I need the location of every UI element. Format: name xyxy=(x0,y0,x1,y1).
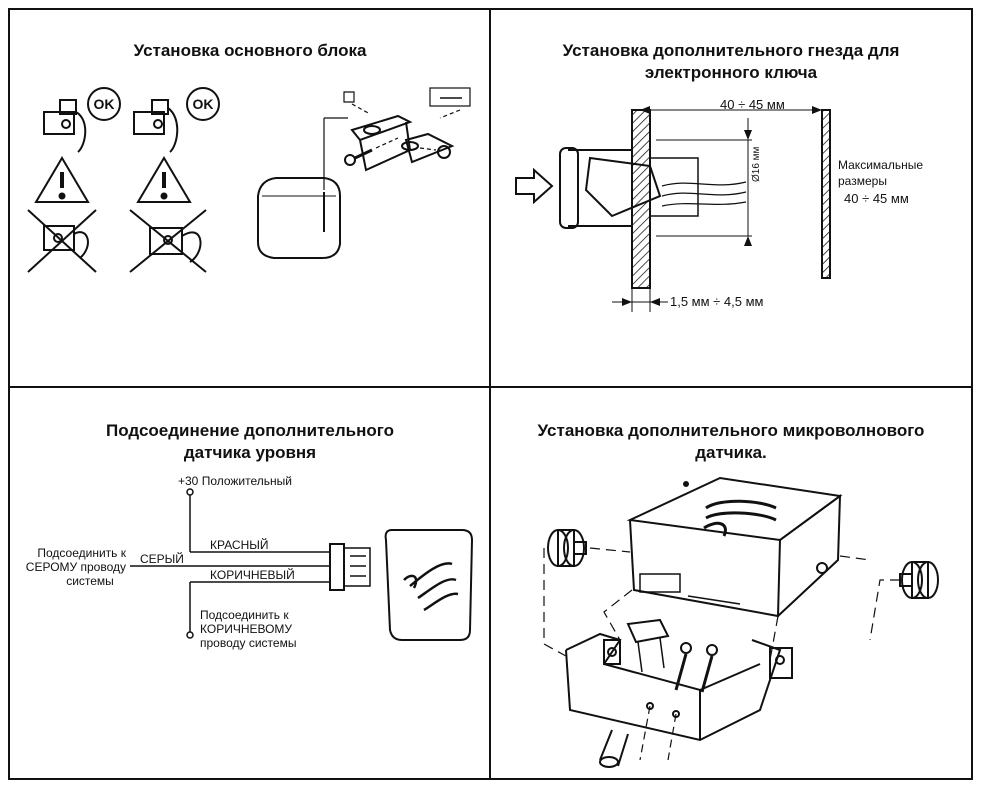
ok-badge-icon-2 xyxy=(186,87,220,121)
panel-level-sensor-title-line2: датчика уровня xyxy=(183,443,317,462)
left-note-line3: системы xyxy=(66,574,114,588)
insert-arrow-icon xyxy=(515,167,554,205)
wire-red-label: КРАСНЫЙ xyxy=(210,538,269,552)
level-sensor-device xyxy=(384,529,474,641)
bottom-note-line3: проводу системы xyxy=(200,636,297,650)
cable xyxy=(599,729,629,768)
left-knob-icon xyxy=(547,529,587,567)
wire-gray-label: СЕРЫЙ xyxy=(140,552,184,566)
nut-icon xyxy=(437,145,451,159)
screw-icon-2 xyxy=(700,644,718,693)
max-note-dimension: 40 ÷ 45 мм xyxy=(844,191,909,206)
ok-badge-icon-1 xyxy=(87,87,121,121)
max-note-line2: размеры xyxy=(838,174,887,188)
vertical-divider xyxy=(489,8,491,780)
dimension-bottom-label: 1,5 мм ÷ 4,5 мм xyxy=(670,294,764,309)
panel-main-unit-title: Установка основного блока xyxy=(133,41,367,60)
connector-ok-icon-2 xyxy=(133,99,179,153)
key-body xyxy=(584,156,662,218)
ok-badge-label-2: OK xyxy=(193,96,214,112)
max-dimension-wall xyxy=(821,109,831,279)
terminal-brown-icon xyxy=(186,631,194,639)
mounting-base xyxy=(565,632,793,742)
panel-microwave-title-line1: Установка дополнительного микроволнового xyxy=(537,421,925,440)
plus30-label: +30 Положительный xyxy=(178,474,292,488)
panel-key-socket-title-line1: Установка дополнительного гнезда для xyxy=(562,41,900,60)
max-note-line1: Максимальные xyxy=(838,158,923,172)
housing-logo-icon xyxy=(703,499,777,537)
screw-icon-1 xyxy=(674,642,692,691)
sensor-logo-icon xyxy=(403,562,459,612)
microwave-sensor-housing xyxy=(626,476,843,618)
wrong-connector-icon-2 xyxy=(129,209,207,273)
wire-brown-label: КОРИЧНЕВЫЙ xyxy=(210,568,295,582)
panel-microwave-title-line2: датчика. xyxy=(695,443,767,462)
right-knob-icon xyxy=(899,561,939,599)
left-note-line1: Подсоединить к xyxy=(37,546,126,560)
ok-badge-label-1: OK xyxy=(94,96,115,112)
panel-level-sensor-title-line1: Подсоединение дополнительного xyxy=(106,421,394,440)
horizontal-divider xyxy=(8,386,973,388)
left-note-line2: СЕРОМУ проводу xyxy=(25,560,126,574)
bottom-note-line2: КОРИЧНЕВОМУ xyxy=(200,622,293,636)
wrong-connector-icon-1 xyxy=(27,209,97,273)
warning-icon-1 xyxy=(34,156,90,203)
bottom-note-line1: Подсоединить к xyxy=(200,608,289,622)
screw-icon xyxy=(344,148,373,166)
mounting-bracket xyxy=(343,87,471,172)
dimension-top-label: 40 ÷ 45 мм xyxy=(720,97,785,112)
connector-ok-icon-1 xyxy=(43,99,87,153)
main-unit-box xyxy=(257,117,348,259)
warning-icon-2 xyxy=(136,156,192,203)
panel-key-socket-title-line2: электронного ключа xyxy=(644,63,818,82)
wire-clip xyxy=(626,618,670,673)
socket-flange xyxy=(559,147,579,229)
